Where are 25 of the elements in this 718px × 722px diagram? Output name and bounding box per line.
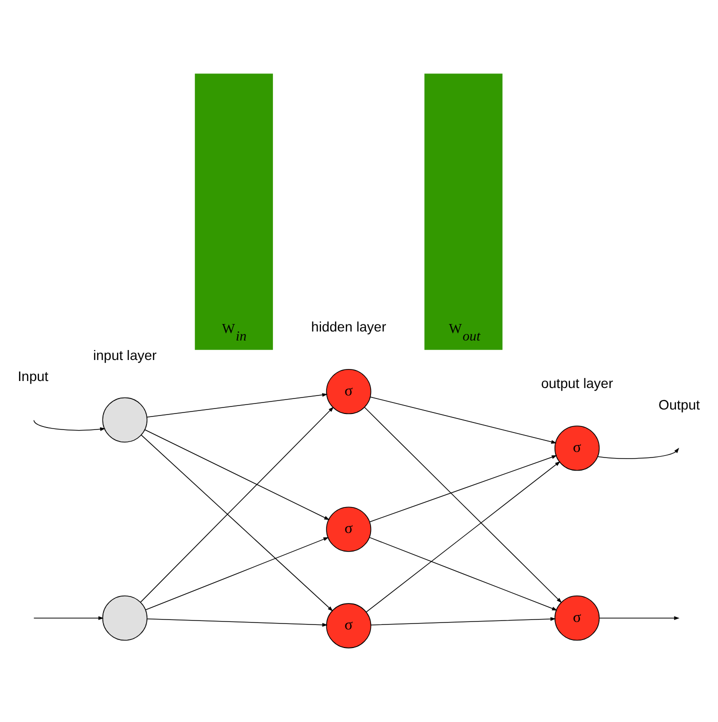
label: output layer <box>541 376 614 392</box>
node-circle: σ <box>326 369 372 414</box>
arrow <box>597 448 680 459</box>
node-circle: σ <box>326 506 372 552</box>
arrow <box>369 537 558 610</box>
arrow <box>369 455 558 522</box>
arrow <box>370 396 557 444</box>
arrow <box>145 537 329 610</box>
arrow <box>33 616 104 620</box>
node-circle <box>102 596 148 641</box>
arrow <box>146 618 328 627</box>
arrow <box>140 406 334 603</box>
label: hidden layer <box>311 319 386 334</box>
arrow <box>146 393 328 418</box>
arrow <box>366 461 560 612</box>
arrow <box>33 420 106 432</box>
node-circle <box>102 397 148 442</box>
arrow <box>364 407 562 603</box>
arrow <box>370 617 556 626</box>
label: Output <box>658 398 700 413</box>
arrow <box>599 616 680 620</box>
label: Input <box>18 369 48 384</box>
arrow <box>140 434 334 612</box>
arrow <box>144 429 330 520</box>
label: input layer <box>93 348 157 363</box>
